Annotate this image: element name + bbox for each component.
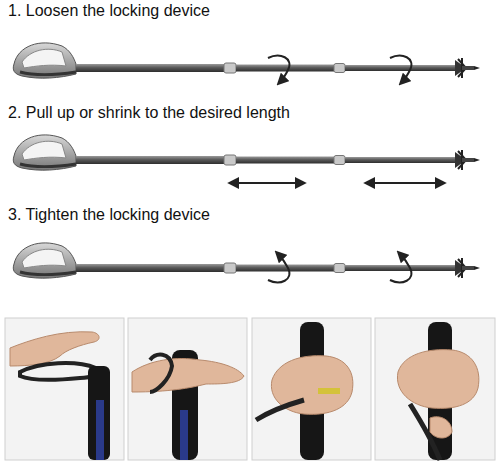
strap-photo-panels (5, 318, 495, 460)
step-instruction: 3. Tighten the locking device (8, 206, 210, 224)
step-instruction: 2. Pull up or shrink to the desired leng… (8, 104, 290, 122)
step-instruction: 1. Loosen the locking device (8, 2, 210, 20)
